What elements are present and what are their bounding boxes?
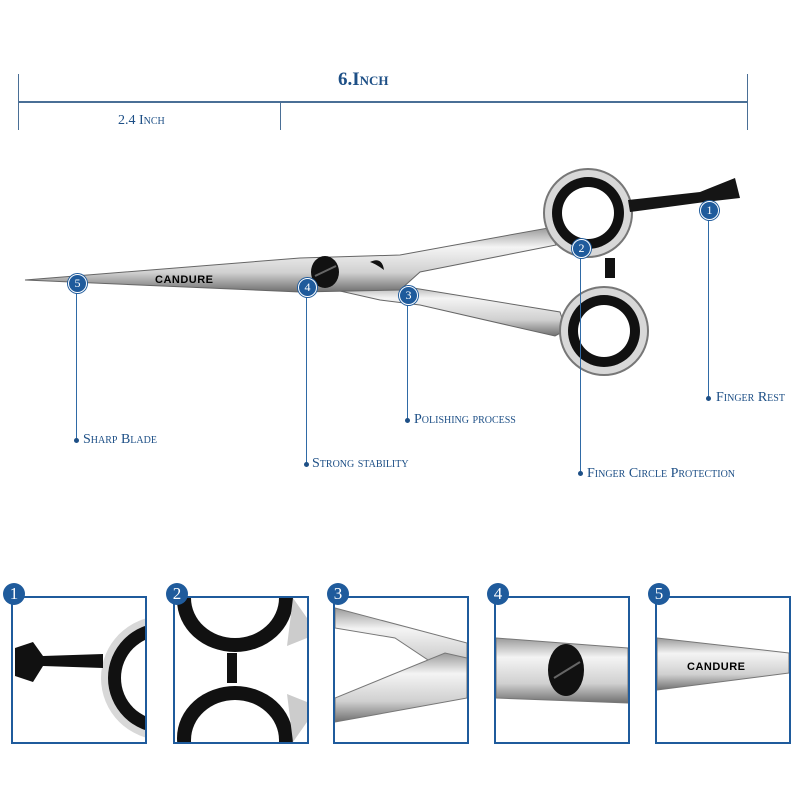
dimension-total-label: 6.Inch [338,69,389,90]
detail-panel-stability [494,596,630,744]
callout-line-1 [708,218,709,398]
callout-line-5 [76,291,77,440]
callout-dot-1 [706,396,711,401]
panel-badge-1: 1 [3,583,25,605]
brand-engraving: CANDURE [155,274,214,286]
callout-label-stability: Strong stability [312,456,409,471]
callout-badge-5: 5 [68,274,87,293]
callout-badge-2: 2 [572,239,591,258]
dimension-partial-label: 2.4 Inch [118,113,165,128]
callout-label-finger-circle: Finger Circle Protection [587,466,736,481]
callout-label-finger-rest: Finger Rest [716,390,785,405]
panel-badge-3: 3 [327,583,349,605]
dimension-tick-right [747,74,748,130]
brand-engraving-detail: CANDURE [687,661,746,673]
callout-dot-5 [74,438,79,443]
callout-badge-4: 4 [298,278,317,297]
panel-badge-5: 5 [648,583,670,605]
detail-panel-finger-rest [11,596,147,744]
callout-dot-3 [405,418,410,423]
callout-line-2 [580,256,581,473]
callout-line-4 [306,295,307,464]
callout-dot-2 [578,471,583,476]
callout-label-sharp-blade: Sharp Blade [83,432,157,447]
dimension-tick-mid [280,102,281,130]
callout-line-3 [407,303,408,420]
detail-panel-sharp-blade: CANDURE [655,596,791,744]
panel-badge-2: 2 [166,583,188,605]
dimension-line-total [18,101,748,103]
detail-panel-polishing [333,596,469,744]
callout-badge-1: 1 [700,201,719,220]
panel-badge-4: 4 [487,583,509,605]
callout-label-polishing: Polishing process [414,412,516,427]
detail-panel-finger-circle [173,596,309,744]
callout-badge-3: 3 [399,286,418,305]
dimension-tick-left [18,74,19,130]
scissors-illustration: CANDURE [24,168,740,376]
callout-dot-4 [304,462,309,467]
